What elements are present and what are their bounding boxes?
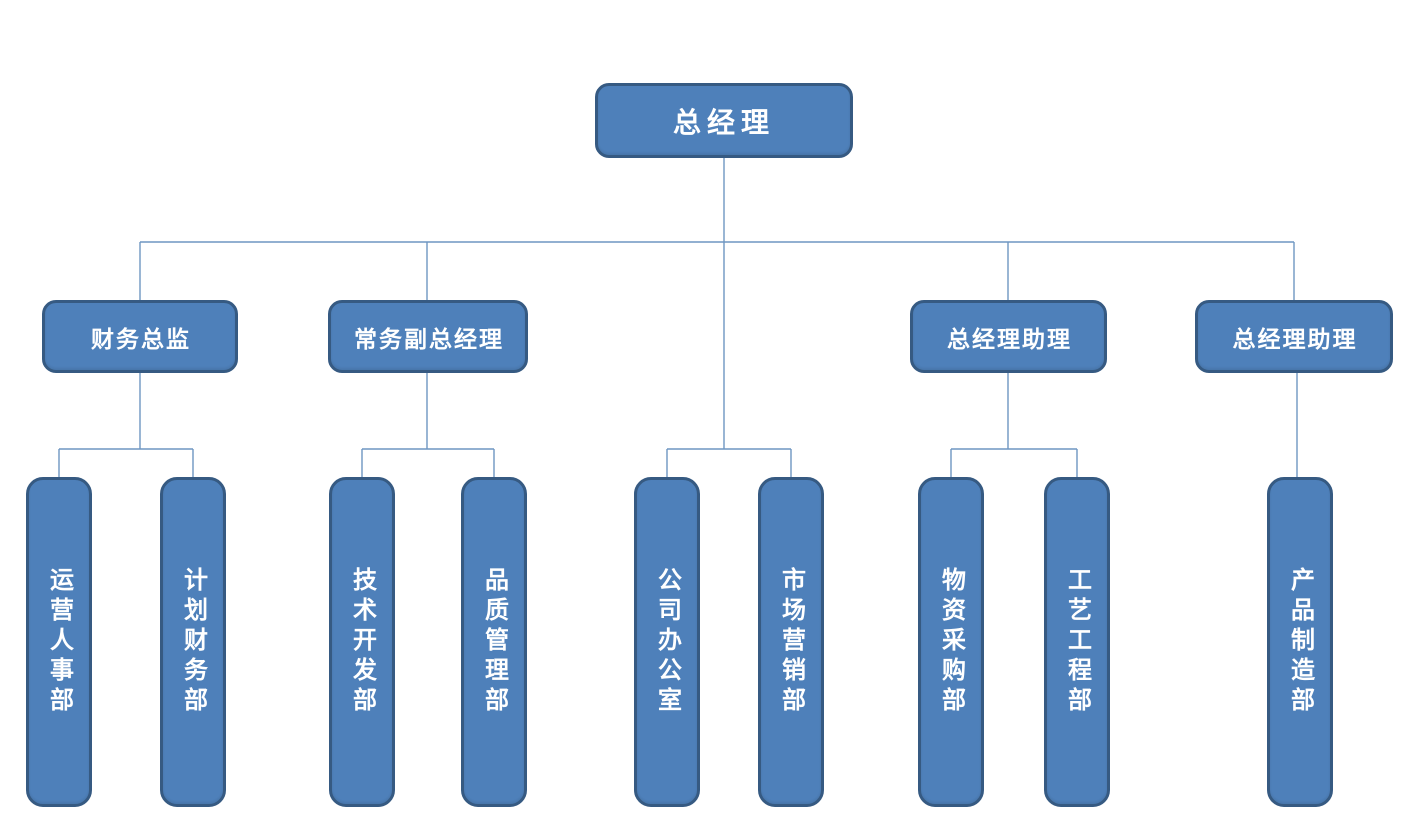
org-node-dept-operations-hr[interactable]: 运营人事部 — [26, 477, 92, 807]
connector-finance-subtree — [58, 373, 194, 477]
org-node-dept-process-engineering[interactable]: 工艺工程部 — [1044, 477, 1110, 807]
org-node-executive-deputy-gm[interactable]: 常务副总经理 — [328, 300, 528, 373]
org-node-label: 技术开发部 — [348, 567, 375, 717]
org-node-label: 产品制造部 — [1286, 567, 1313, 717]
org-node-label: 总经理助理 — [1232, 326, 1358, 352]
org-node-gm-assistant-1[interactable]: 总经理助理 — [910, 300, 1107, 373]
org-node-dept-tech-development[interactable]: 技术开发部 — [329, 477, 395, 807]
org-node-label: 运营人事部 — [45, 567, 72, 717]
org-node-label: 物资采购部 — [937, 567, 964, 717]
org-node-gm-assistant-2[interactable]: 总经理助理 — [1195, 300, 1393, 373]
org-node-dept-quality-management[interactable]: 品质管理部 — [461, 477, 527, 807]
org-node-dept-product-manufacturing[interactable]: 产品制造部 — [1267, 477, 1333, 807]
org-node-dept-planning-finance[interactable]: 计划财务部 — [160, 477, 226, 807]
connector-assistant1-subtree — [950, 373, 1078, 477]
org-node-label: 品质管理部 — [480, 567, 507, 717]
org-node-label: 常务副总经理 — [354, 326, 504, 352]
org-node-label: 计划财务部 — [179, 567, 206, 717]
org-node-label: 总经理助理 — [947, 326, 1072, 352]
org-node-label: 总经理 — [672, 107, 775, 139]
org-node-dept-company-office[interactable]: 公司办公室 — [634, 477, 700, 807]
org-node-label: 市场营销部 — [777, 567, 804, 717]
connector-deputy-subtree — [361, 373, 495, 477]
org-node-finance-director[interactable]: 财务总监 — [42, 300, 238, 373]
org-node-label: 财务总监 — [91, 326, 191, 352]
org-node-general-manager[interactable]: 总经理 — [595, 83, 853, 158]
org-node-label: 工艺工程部 — [1063, 567, 1090, 717]
connector-center-bus — [666, 448, 792, 477]
org-node-dept-material-procurement[interactable]: 物资采购部 — [918, 477, 984, 807]
org-node-dept-marketing[interactable]: 市场营销部 — [758, 477, 824, 807]
org-node-label: 公司办公室 — [653, 567, 680, 717]
